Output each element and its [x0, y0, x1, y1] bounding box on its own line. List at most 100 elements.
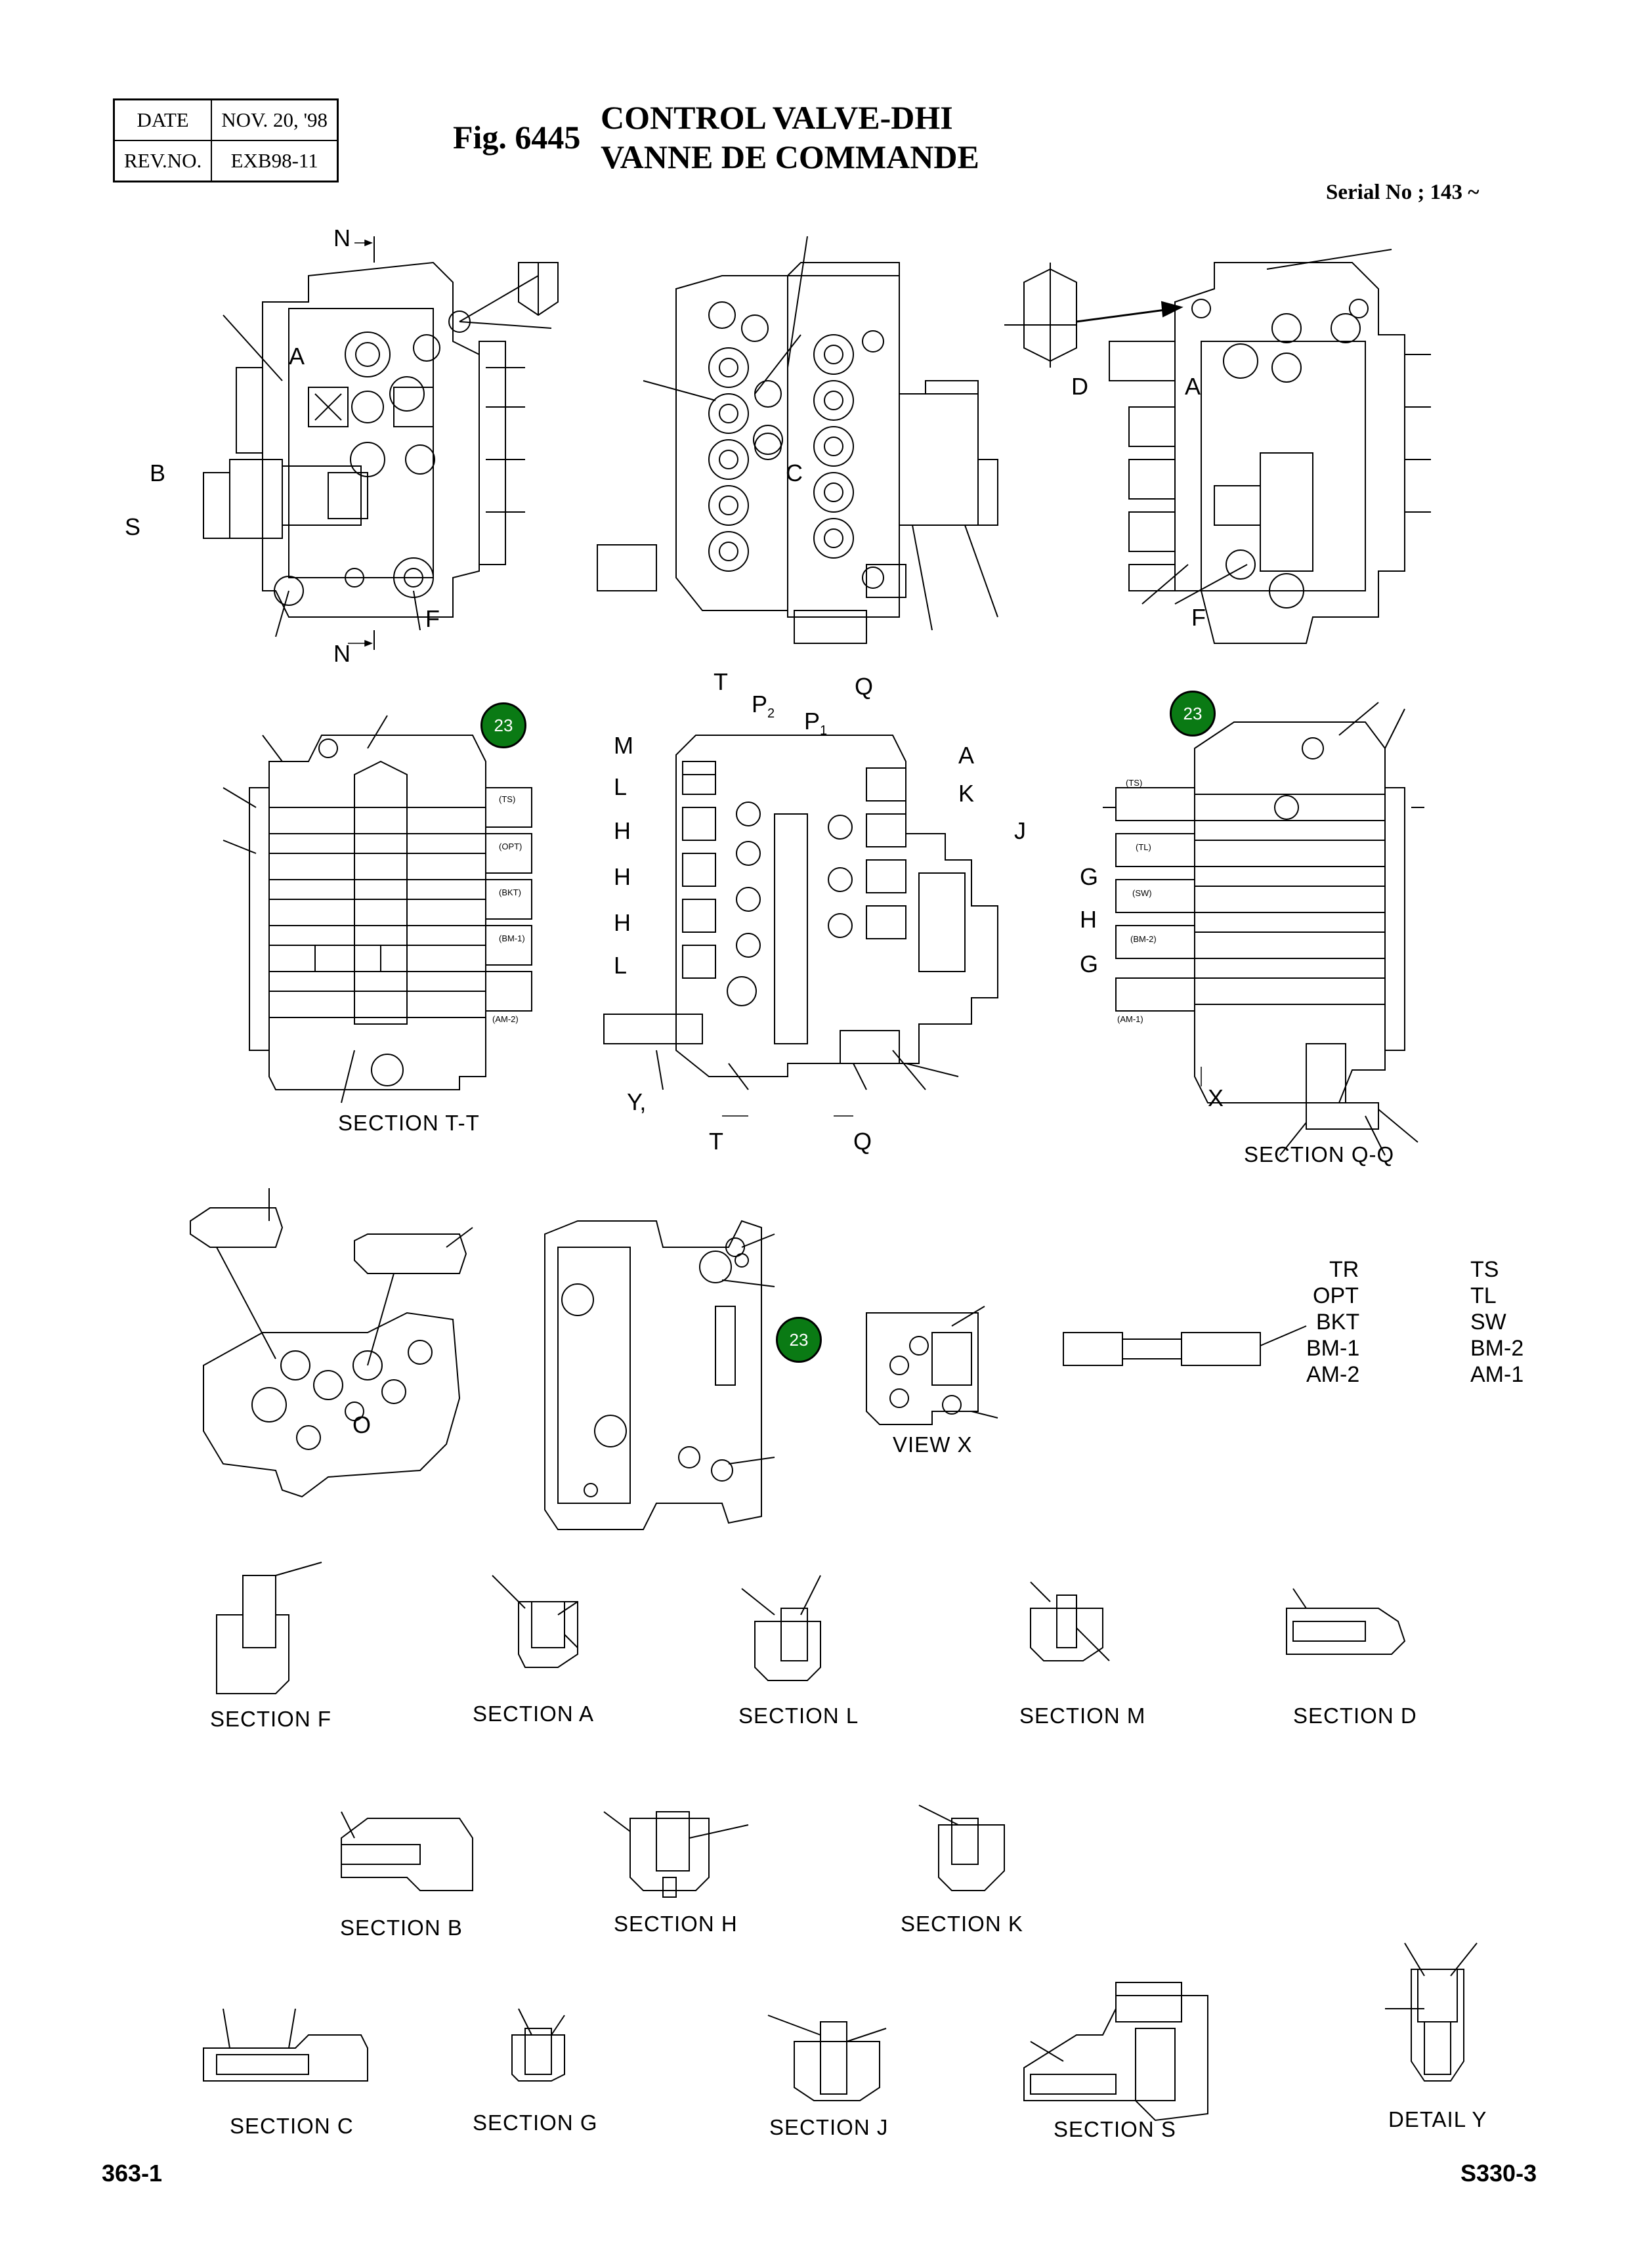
- cut-letter-y: Y,: [627, 1088, 647, 1115]
- section-j-label: SECTION J: [769, 2115, 889, 2139]
- section-tt-label: SECTION T-T: [338, 1111, 480, 1135]
- cut-letter-g1: G: [1080, 863, 1099, 890]
- fig-number: Fig. 6445: [453, 119, 581, 156]
- section-h-drawing: [604, 1812, 748, 1897]
- detail-y-label: DETAIL Y: [1388, 2107, 1487, 2131]
- cut-letter-p2: P2: [752, 691, 775, 721]
- section-j-drawing: [768, 2015, 886, 2101]
- section-k-drawing: [919, 1805, 1004, 1891]
- port-tag-qq-ts: (TS): [1126, 778, 1143, 788]
- cut-letter-h3: H: [614, 909, 631, 936]
- port-tag-qq-bm2: (BM-2): [1130, 934, 1157, 944]
- section-l-drawing: [742, 1575, 820, 1680]
- cut-letter-h2: H: [614, 863, 631, 890]
- view-x-drawing: [866, 1306, 998, 1424]
- callout-badge-23-tt: 23: [480, 702, 526, 748]
- cut-letter-j-mid: J: [1014, 817, 1026, 844]
- serial-number: Serial No ; 143 ~: [1326, 181, 1480, 204]
- section-c-drawing: [203, 2009, 368, 2081]
- rev-value: EXB98-11: [211, 140, 339, 182]
- section-h-label: SECTION H: [614, 1912, 738, 1936]
- cut-letter-h1: H: [614, 817, 631, 844]
- section-g-label: SECTION G: [473, 2110, 598, 2135]
- spool-legend-left-tr: TR: [1329, 1257, 1359, 1282]
- section-s-drawing: [1024, 1982, 1208, 2120]
- spool-legend-right-am1: AM-1: [1470, 1362, 1524, 1387]
- view-letter-n-top: N: [333, 225, 351, 251]
- view-x-label: VIEW X: [893, 1432, 973, 1457]
- view-letter-f-left: F: [425, 605, 440, 632]
- callout-badge-23-plate: 23: [776, 1317, 822, 1363]
- section-g-drawing: [512, 2009, 565, 2081]
- section-d-drawing: [1287, 1589, 1405, 1654]
- section-tt-drawing: [223, 716, 532, 1103]
- section-l-label: SECTION L: [738, 1703, 859, 1728]
- detail-y-drawing: [1385, 1943, 1477, 2081]
- section-f-drawing: [217, 1562, 322, 1694]
- revision-table: DATE NOV. 20, '98 REV.NO. EXB98-11: [113, 98, 339, 182]
- cut-letter-h-right: H: [1080, 906, 1097, 933]
- port-tag-tt-am2: (AM-2): [492, 1014, 519, 1024]
- rear-view-right: [1004, 249, 1431, 643]
- view-letter-f-right: F: [1191, 604, 1206, 631]
- lower-left-view: [190, 1188, 473, 1497]
- port-tag-tt-bkt: (BKT): [499, 888, 521, 897]
- cut-line-markers: [348, 240, 1201, 1116]
- port-tag-qq-sw: (SW): [1132, 888, 1152, 898]
- page-number: 363-1: [102, 2160, 163, 2187]
- view-letter-n-bottom: N: [333, 640, 351, 667]
- spool-assembly: [1063, 1326, 1306, 1365]
- callout-badge-23-qq: 23: [1170, 691, 1216, 737]
- front-view-left: [203, 236, 558, 650]
- cut-letter-k-mid: K: [958, 780, 975, 807]
- cut-letter-a-mid: A: [958, 742, 975, 769]
- spool-legend-right-bm2: BM-2: [1470, 1336, 1524, 1361]
- cut-letter-t-top: T: [714, 668, 728, 695]
- date-value: NOV. 20, '98: [211, 98, 339, 141]
- cut-letter-t-bottom: T: [709, 1128, 723, 1155]
- cut-letter-x: X: [1208, 1084, 1224, 1111]
- title-fr: VANNE DE COMMANDE: [601, 139, 979, 175]
- port-tag-qq-am1: (AM-1): [1117, 1014, 1143, 1024]
- section-m-label: SECTION M: [1019, 1703, 1146, 1728]
- view-letter-a-left: A: [289, 343, 305, 370]
- section-a-label: SECTION A: [473, 1701, 595, 1726]
- section-b-label: SECTION B: [340, 1915, 463, 1940]
- rev-label: REV.NO.: [113, 140, 213, 182]
- section-m-drawing: [1031, 1582, 1109, 1661]
- port-tag-tt-ts: (TS): [499, 794, 516, 804]
- date-label: DATE: [113, 98, 213, 141]
- port-tag-tt-bm1: (BM-1): [499, 933, 525, 943]
- title-en: CONTROL VALVE-DHI: [601, 99, 953, 136]
- section-s-label: SECTION S: [1054, 2117, 1176, 2141]
- cut-letter-l2: L: [614, 952, 628, 979]
- view-letter-b-left: B: [150, 460, 166, 486]
- cut-letter-p1: P1: [804, 708, 828, 738]
- section-qq-drawing: [1103, 702, 1424, 1155]
- section-k-label: SECTION K: [901, 1912, 1023, 1936]
- cut-letter-l1: L: [614, 773, 628, 800]
- section-qq-label: SECTION Q-Q: [1244, 1142, 1395, 1166]
- center-section-drawing: [604, 735, 998, 1090]
- view-letter-o: O: [352, 1411, 372, 1438]
- cut-letter-m: M: [614, 732, 633, 759]
- view-letter-c-mid: C: [786, 460, 803, 486]
- spool-legend-left-am2: AM-2: [1306, 1362, 1360, 1387]
- section-c-label: SECTION C: [230, 2114, 354, 2138]
- view-letter-a-right: A: [1185, 373, 1201, 400]
- section-a-drawing: [492, 1575, 578, 1667]
- section-f-label: SECTION F: [210, 1707, 332, 1731]
- spool-legend-right-tl: TL: [1470, 1283, 1497, 1308]
- cut-letter-g2: G: [1080, 951, 1099, 977]
- view-letter-s-left: S: [125, 513, 141, 540]
- spool-legend-left-bkt: BKT: [1316, 1310, 1360, 1335]
- section-b-drawing: [341, 1812, 473, 1891]
- spool-legend-right-sw: SW: [1470, 1310, 1506, 1335]
- model-code: S330-3: [1460, 2160, 1537, 2187]
- cut-letter-q-bottom: Q: [853, 1128, 872, 1155]
- mounting-plate-view: [545, 1221, 775, 1530]
- section-d-label: SECTION D: [1293, 1703, 1417, 1728]
- side-view-center: [597, 236, 998, 643]
- spool-legend-right-ts: TS: [1470, 1257, 1499, 1282]
